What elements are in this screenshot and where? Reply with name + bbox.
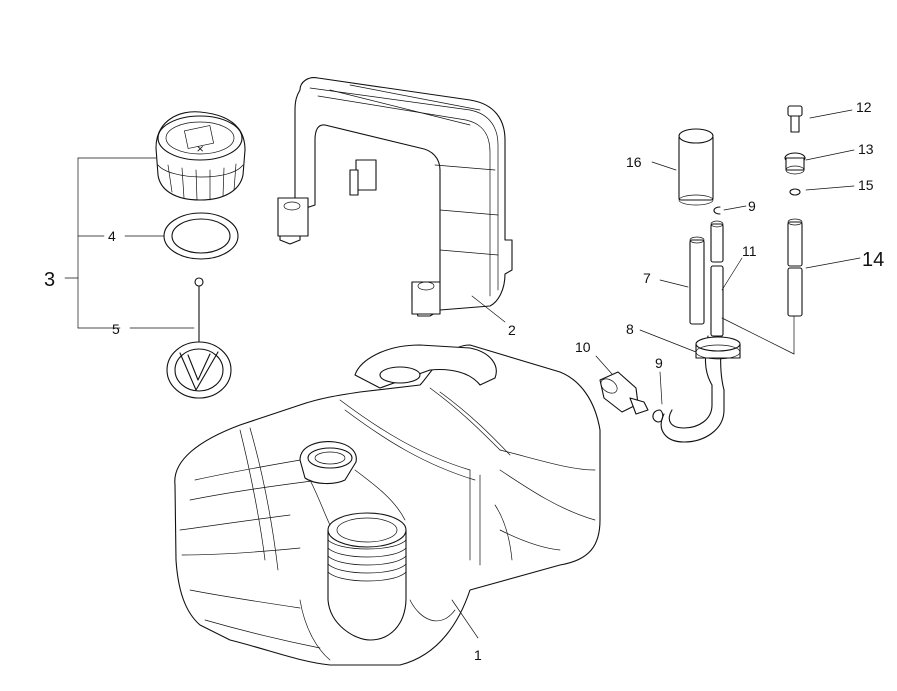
- label-3: 3: [44, 269, 55, 291]
- label-13: 13: [858, 141, 874, 157]
- label-14: 14: [862, 249, 884, 271]
- cap-symbol-text: ⨯: [196, 144, 204, 155]
- label-10: 10: [575, 339, 591, 355]
- strainer-part-5[interactable]: [166, 277, 232, 399]
- tube-part-11[interactable]: [710, 220, 743, 337]
- label-1: 1: [474, 647, 482, 663]
- strap-bracket-part-2[interactable]: [277, 77, 513, 323]
- tube-part-7[interactable]: [659, 236, 705, 325]
- fuel-tank-part-1[interactable]: [174, 344, 601, 666]
- fuel-cap[interactable]: ⨯: [155, 111, 246, 201]
- label-11: 11: [742, 243, 757, 259]
- fitting-part-10[interactable]: [595, 355, 649, 415]
- label-5: 5: [112, 321, 120, 337]
- label-12: 12: [856, 99, 872, 115]
- label-7: 7: [643, 270, 651, 286]
- label-2: 2: [508, 322, 516, 338]
- pickup-part-8[interactable]: [639, 315, 795, 443]
- tube-part-14[interactable]: [787, 218, 861, 317]
- clip-part-9-lower[interactable]: [652, 371, 664, 423]
- oring-part-15[interactable]: [789, 185, 855, 196]
- label-4: 4: [108, 228, 116, 244]
- gasket-part-4[interactable]: [163, 212, 239, 260]
- label-16: 16: [626, 154, 642, 170]
- label-8: 8: [626, 321, 634, 337]
- sleeve-part-16[interactable]: [651, 128, 714, 206]
- assembly-bracket-3: [64, 157, 195, 329]
- nut-part-13[interactable]: [784, 149, 855, 175]
- screw-part-12[interactable]: [787, 105, 853, 133]
- label-15: 15: [858, 177, 874, 193]
- clip-part-9-upper[interactable]: [713, 205, 747, 215]
- label-9-lower: 9: [655, 355, 663, 371]
- label-9-upper: 9: [748, 198, 756, 214]
